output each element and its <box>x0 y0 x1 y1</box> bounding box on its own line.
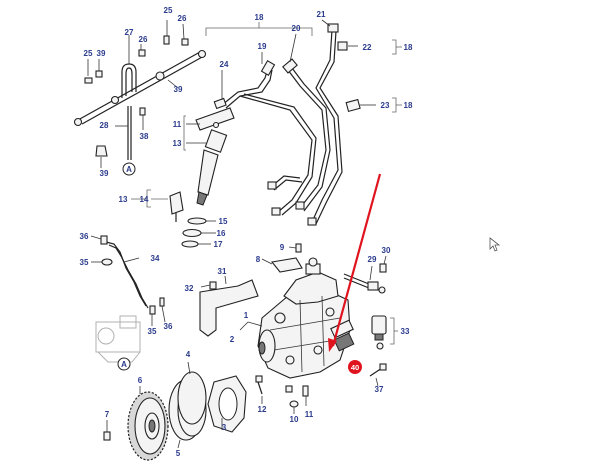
callout-a-top: A <box>126 165 132 174</box>
label-31: 31 <box>218 267 227 276</box>
label-6: 6 <box>138 376 143 385</box>
label-4: 4 <box>186 350 191 359</box>
label-13-left: 13 <box>119 195 128 204</box>
label-14: 14 <box>140 195 149 204</box>
label-28: 28 <box>100 121 109 130</box>
feed-pipe-assembly: A 36 35 34 35 36 <box>80 232 173 371</box>
pump-side-fittings: 29 30 33 37 <box>343 246 410 394</box>
label-8: 8 <box>256 255 261 264</box>
label-33: 33 <box>401 327 410 336</box>
drive-gear-assembly: 6 7 5 4 3 <box>103 350 247 461</box>
label-2: 2 <box>230 335 235 344</box>
pump-thumbnail <box>95 315 141 363</box>
label-22: 22 <box>363 43 372 52</box>
label-11-bottom: 11 <box>305 410 314 419</box>
label-20: 20 <box>292 24 301 33</box>
label-17: 17 <box>214 240 223 249</box>
label-38: 38 <box>140 132 149 141</box>
label-15: 15 <box>219 217 228 226</box>
mouse-pointer-icon <box>489 237 501 252</box>
label-9-left: 9 <box>280 243 285 252</box>
label-34: 34 <box>151 254 160 263</box>
label-24: 24 <box>220 60 229 69</box>
label-36-bottom: 36 <box>164 322 173 331</box>
label-11-top: 11 <box>173 120 182 129</box>
label-35-left: 35 <box>80 258 89 267</box>
label-39-top: 39 <box>97 49 106 58</box>
label-7: 7 <box>105 410 110 419</box>
label-21: 21 <box>317 10 326 19</box>
label-32: 32 <box>185 284 194 293</box>
label-35-bottom: 35 <box>148 327 157 336</box>
label-27: 27 <box>125 28 134 37</box>
label-25-left: 25 <box>84 49 93 58</box>
label-37: 37 <box>375 385 384 394</box>
injector-assembly: 11 13 13 14 15 16 17 <box>119 107 235 249</box>
label-10: 10 <box>290 415 299 424</box>
label-5: 5 <box>176 449 181 458</box>
label-18-mid: 18 <box>404 43 413 52</box>
label-25-top: 25 <box>164 6 173 15</box>
label-39-right: 39 <box>174 85 183 94</box>
label-26-left: 26 <box>139 35 148 44</box>
label-18-right: 18 <box>404 101 413 110</box>
injection-pipes: 18 21 20 19 24 22 18 <box>205 10 413 226</box>
label-18-top: 18 <box>255 13 264 22</box>
label-3: 3 <box>222 423 227 432</box>
highlight-badge: 40 <box>348 360 362 374</box>
pump-bracket: 31 32 8 9 <box>185 243 303 337</box>
label-29: 29 <box>368 255 377 264</box>
label-30: 30 <box>382 246 391 255</box>
leak-off-pipe-assembly: A 25 26 27 26 25 39 39 28 38 39 <box>73 6 207 178</box>
highlight-arrow <box>328 173 382 352</box>
label-19: 19 <box>258 42 267 51</box>
label-39-bottom: 39 <box>100 169 109 178</box>
label-23: 23 <box>381 101 390 110</box>
label-26-top: 26 <box>178 14 187 23</box>
label-16: 16 <box>217 229 226 238</box>
label-12: 12 <box>258 405 267 414</box>
label-40: 40 <box>351 363 359 372</box>
label-36-left: 36 <box>80 232 89 241</box>
label-1: 1 <box>244 311 249 320</box>
label-13-top: 13 <box>173 139 182 148</box>
callout-a-bottom: A <box>121 360 127 369</box>
